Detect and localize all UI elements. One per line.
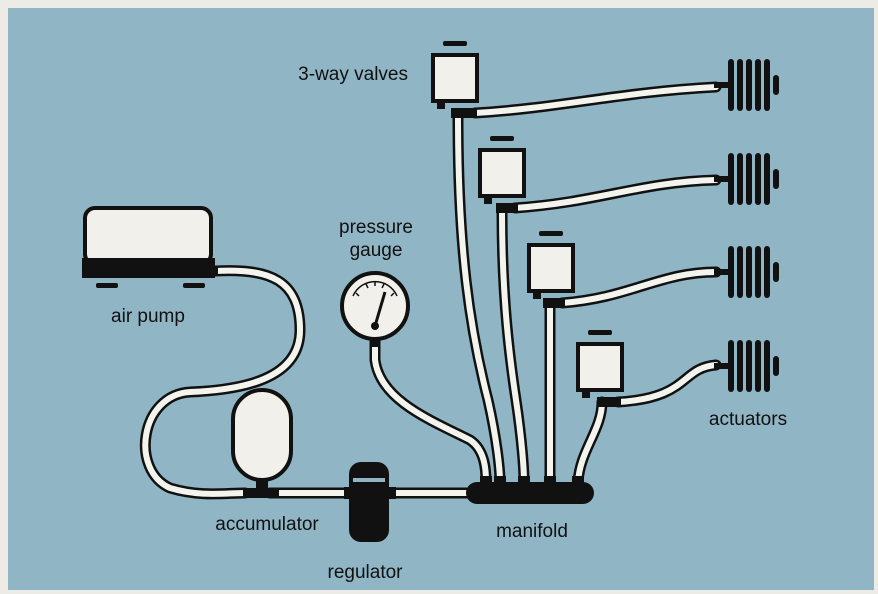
tube-valve-4-to-actuator xyxy=(615,362,719,405)
tube-gauge-to-manifold xyxy=(372,339,489,485)
valves-label: 3-way valves xyxy=(298,64,408,85)
accumulator-label: accumulator xyxy=(215,514,319,535)
tube-pump-to-accumulator xyxy=(142,267,303,497)
manifold-label: manifold xyxy=(496,521,568,542)
tube-valve-2-to-manifold xyxy=(499,209,527,485)
tube-valve-1-to-actuator xyxy=(472,84,719,116)
air-pump-label: air pump xyxy=(111,306,185,327)
valve-elbows xyxy=(451,108,621,407)
tube-valve-2-to-actuator xyxy=(512,177,719,211)
pressure-gauge xyxy=(340,271,410,347)
tube-valve-1-to-manifold xyxy=(455,115,503,485)
tube-valve-3-to-actuator xyxy=(559,269,719,306)
air-pump xyxy=(82,206,218,288)
pressure-gauge-label-line1: pressure xyxy=(339,217,413,238)
actuators-label: actuators xyxy=(709,409,787,430)
manifold xyxy=(466,476,594,504)
tube-valve-4-to-manifold xyxy=(575,399,605,485)
pressure-gauge-label-line2: gauge xyxy=(350,240,403,261)
regulator xyxy=(344,462,396,542)
tubes-core xyxy=(142,84,719,497)
accumulator xyxy=(231,388,293,498)
regulator-label: regulator xyxy=(328,562,404,583)
